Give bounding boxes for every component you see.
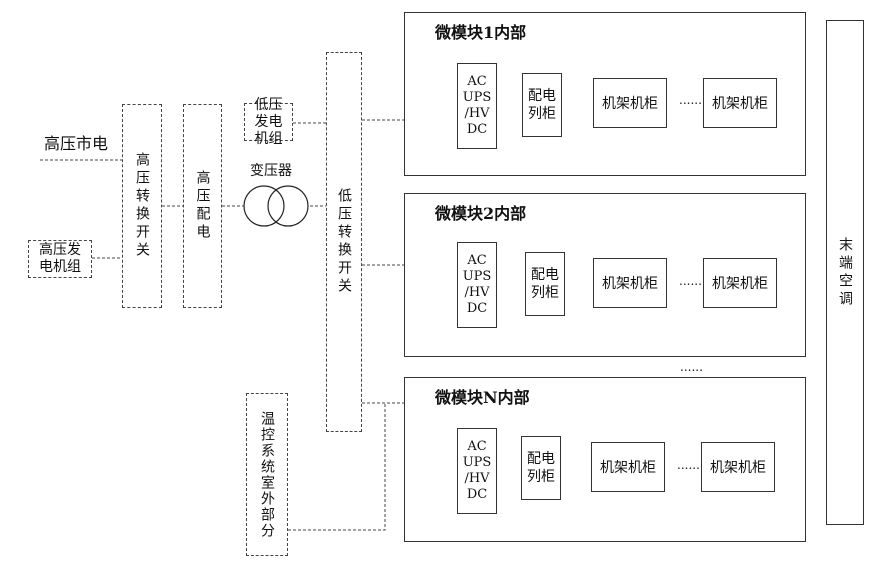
rack-label: 机架机柜 (600, 460, 656, 476)
ups-hvdc-box[interactable]: AC UPS /HV DC (457, 428, 497, 514)
micro-module-1[interactable]: 微模块1内部 AC UPS /HV DC 配电列柜 机架机柜 ...... 机架… (404, 12, 806, 176)
lv-switch-box[interactable]: 低压转换开关 (326, 52, 362, 432)
hv-switch-label: 高压转换开关 (134, 152, 150, 260)
micro-module-n[interactable]: 微模块N内部 AC UPS /HV DC 配电列柜 机架机柜 ...... 机架… (404, 377, 806, 542)
pdu-cabinet-box[interactable]: 配电列柜 (525, 252, 565, 316)
ups-hvdc-label: AC UPS /HV DC (462, 253, 492, 316)
grid-power-label: 高压市电 (44, 134, 109, 153)
hv-switch-box[interactable]: 高压转换开关 (122, 104, 162, 308)
ups-hvdc-label: AC UPS /HV DC (462, 439, 492, 502)
pdu-cabinet-box[interactable]: 配电列柜 (522, 73, 562, 137)
terminal-ac-label: 末端空调 (837, 236, 853, 309)
pdu-cabinet-box[interactable]: 配电列柜 (521, 436, 561, 500)
modules-ellipsis: ...... (680, 360, 703, 374)
ups-hvdc-box[interactable]: AC UPS /HV DC (457, 242, 497, 328)
cooling-outdoor-box[interactable]: 温控系统室外部分 (246, 393, 288, 556)
hv-generator-box[interactable]: 高压发电机组 (28, 240, 92, 278)
rack-label: 机架机柜 (710, 460, 766, 476)
rack-cabinet-b[interactable]: 机架机柜 (701, 442, 775, 492)
rack-cabinet-a[interactable]: 机架机柜 (591, 442, 665, 492)
ups-hvdc-label: AC UPS /HV DC (462, 74, 492, 137)
ellipsis: ...... (679, 274, 702, 288)
ellipsis: ...... (679, 93, 702, 107)
rack-cabinet-b[interactable]: 机架机柜 (703, 78, 777, 128)
rack-cabinet-b[interactable]: 机架机柜 (703, 258, 777, 308)
lv-generator-label: 低压发电机组 (254, 96, 283, 147)
rack-label: 机架机柜 (712, 276, 768, 292)
module-title: 微模块1内部 (435, 23, 527, 42)
cooling-outdoor-label: 温控系统室外部分 (259, 410, 275, 539)
ups-hvdc-box[interactable]: AC UPS /HV DC (457, 63, 497, 149)
pdu-cabinet-label: 配电列柜 (527, 451, 555, 485)
rack-label: 机架机柜 (602, 276, 658, 292)
module-title: 微模块2内部 (435, 204, 527, 223)
hv-distribution-label: 高压配电 (194, 170, 211, 242)
hv-generator-label: 高压发电机组 (39, 242, 81, 275)
rack-label: 机架机柜 (602, 96, 658, 112)
lv-generator-box[interactable]: 低压发电机组 (244, 97, 293, 147)
terminal-ac-box[interactable]: 末端空调 (826, 20, 864, 525)
pdu-cabinet-label: 配电列柜 (531, 267, 559, 301)
rack-cabinet-a[interactable]: 机架机柜 (593, 258, 667, 308)
rack-label: 机架机柜 (712, 96, 768, 112)
module-title: 微模块N内部 (435, 388, 530, 407)
transformer-icon (244, 186, 310, 226)
pdu-cabinet-label: 配电列柜 (528, 88, 556, 122)
micro-module-2[interactable]: 微模块2内部 AC UPS /HV DC 配电列柜 机架机柜 ...... 机架… (404, 193, 806, 357)
hv-distribution-box[interactable]: 高压配电 (183, 104, 222, 308)
rack-cabinet-a[interactable]: 机架机柜 (593, 78, 667, 128)
transformer-label: 变压器 (250, 163, 292, 179)
lv-switch-label: 低压转换开关 (336, 188, 352, 296)
ellipsis: ...... (677, 458, 700, 472)
